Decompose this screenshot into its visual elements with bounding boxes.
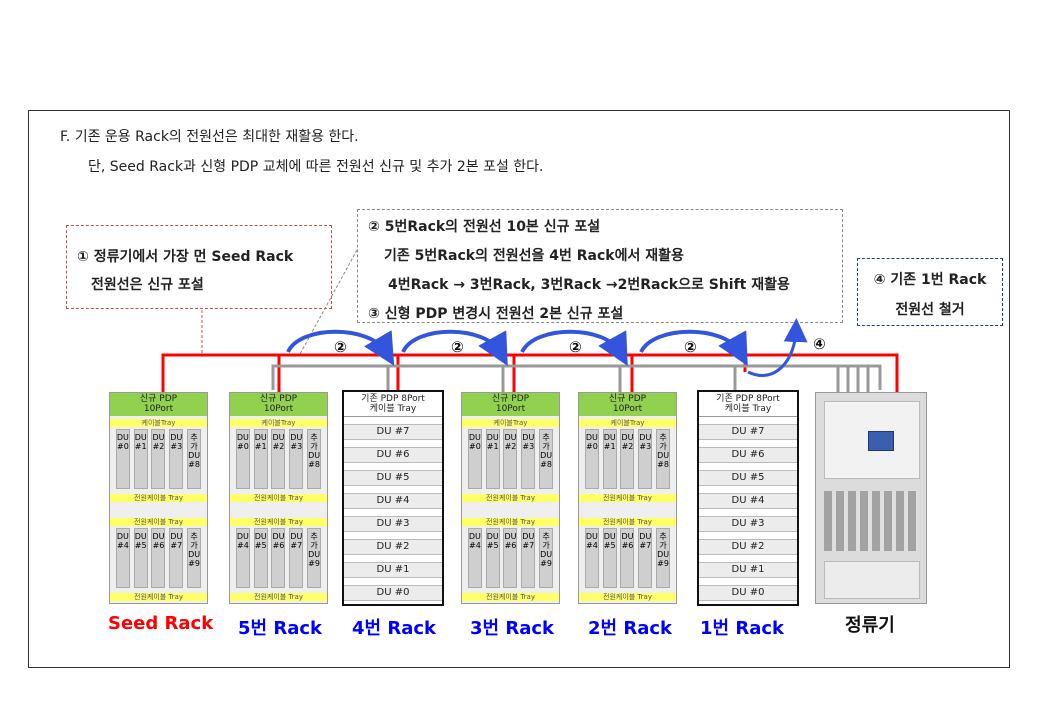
- power-tray: 전원케이블 Tray: [110, 518, 207, 526]
- power-tray: 전원케이블 Tray: [110, 593, 207, 601]
- label-rectifier: 정류기: [845, 615, 895, 636]
- label-rack-3: 3번 Rack: [470, 618, 554, 639]
- note-1-line-1: ① 정류기에서 가장 먼 Seed Rack: [77, 249, 294, 265]
- intro-line-2: 단, Seed Rack과 신형 PDP 교체에 따른 전원선 신규 및 추가 …: [88, 159, 544, 175]
- note-remove-rack1: ④ 기존 1번 Rack 전원선 철거: [857, 258, 1003, 326]
- note-4-line-2: 전원선 철거: [895, 302, 965, 318]
- power-tray: 전원케이블 Tray: [230, 494, 327, 502]
- note-2-line-1: ② 5번Rack의 전원선 10본 신규 포설: [368, 219, 601, 235]
- step-label-remove: ④: [813, 335, 826, 353]
- rectifier-lower-panel: [824, 561, 920, 599]
- note-2-line-4: ③ 신형 PDP 변경시 전원선 2본 신규 포설: [368, 306, 624, 322]
- power-tray: 전원케이블 Tray: [230, 518, 327, 526]
- diagram-frame: [28, 110, 1010, 668]
- note-1-line-2: 전원선은 신규 포설: [91, 277, 204, 293]
- note-seed-rack: ① 정류기에서 가장 먼 Seed Rack 전원선은 신규 포설: [66, 225, 332, 309]
- power-tray: 전원케이블 Tray: [462, 494, 559, 502]
- power-tray: 전원케이블 Tray: [579, 494, 676, 502]
- cable-tray: 케이블Tray: [462, 419, 559, 427]
- note-2-line-3: 4번Rack → 3번Rack, 3번Rack →2번Rack으로 Shift …: [388, 277, 790, 293]
- cable-tray: 케이블Tray: [110, 419, 207, 427]
- rectifier-cabinet: [815, 392, 927, 604]
- label-rack-1: 1번 Rack: [700, 618, 784, 639]
- power-tray: 전원케이블 Tray: [462, 593, 559, 601]
- label-rack-5: 5번 Rack: [238, 618, 322, 639]
- label-rack-4: 4번 Rack: [352, 618, 436, 639]
- rectifier-display: [868, 431, 894, 451]
- power-tray: 전원케이블 Tray: [230, 593, 327, 601]
- power-tray: 전원케이블 Tray: [462, 518, 559, 526]
- note-4-line-1: ④ 기존 1번 Rack: [873, 272, 987, 288]
- step-label-4-to-3: ②: [451, 338, 464, 356]
- label-rack-2: 2번 Rack: [588, 618, 672, 639]
- power-tray: 전원케이블 Tray: [579, 593, 676, 601]
- label-seed-rack: Seed Rack: [108, 613, 214, 634]
- intro-line-1: F. 기존 운용 Rack의 전원선은 최대한 재활용 한다.: [60, 129, 359, 145]
- cable-tray: 케이블Tray: [579, 419, 676, 427]
- cable-tray: 케이블Tray: [230, 419, 327, 427]
- rectifier-breakers: [824, 491, 918, 551]
- note-2-line-2: 기존 5번Rack의 전원선을 4번 Rack에서 재활용: [384, 248, 684, 264]
- step-label-3-to-2: ②: [569, 338, 582, 356]
- step-label-2-to-1: ②: [684, 338, 697, 356]
- power-tray: 전원케이블 Tray: [579, 518, 676, 526]
- power-tray: 전원케이블 Tray: [110, 494, 207, 502]
- step-label-5-to-4: ②: [334, 338, 347, 356]
- note-shift-reuse: ② 5번Rack의 전원선 10본 신규 포설 기존 5번Rack의 전원선을 …: [357, 209, 843, 323]
